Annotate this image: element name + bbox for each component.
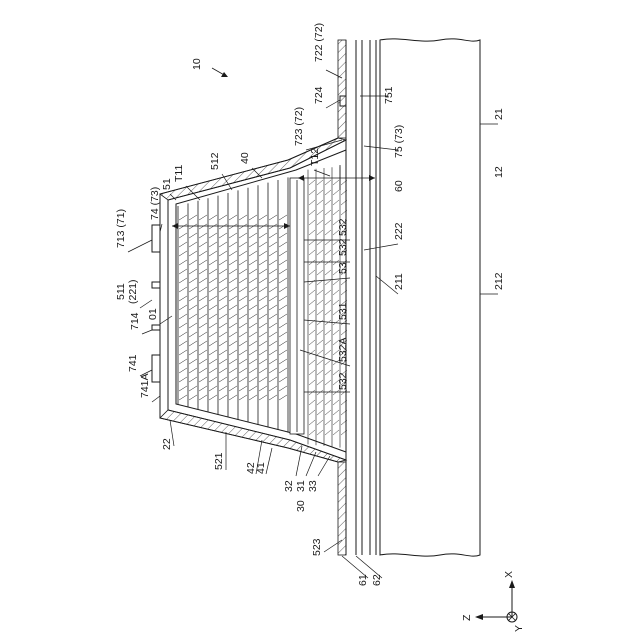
label-22: 22 [161,438,173,450]
label-74-73: 74 (73) [149,187,161,220]
label-leader-line [364,244,398,250]
label-713-71: 713 (71) [115,209,127,248]
label-32: 32 [283,480,295,492]
region-53 [290,178,304,434]
label-722-72: 722 (72) [313,23,325,62]
label-221: (221) [127,279,139,304]
label-31: 31 [295,480,307,492]
label-523: 523 [311,538,323,556]
ref-number-label: 10 [191,58,203,70]
label-531: 531 [337,302,349,320]
label-511: 511 [115,283,127,300]
label-521: 521 [213,452,225,470]
label-30: 30 [295,500,307,512]
label-T12: T12 [309,148,321,166]
axis-z-label: Z [461,614,473,621]
label-751: 751 [383,86,395,104]
label-723-72: 723 (72) [293,107,305,146]
label-62: 62 [371,574,383,586]
label-leader-line [318,456,330,476]
label-741: 741 [127,354,139,372]
label-741A: 741A [139,373,151,398]
label-222: 222 [393,222,405,240]
label-60: 60 [393,180,405,192]
label-leader-line [128,240,152,252]
axis-y-label: Y [513,625,525,632]
label-leader-line [152,396,160,402]
label-212: 212 [493,272,505,290]
label-512: 512 [209,152,221,170]
reference-arrow [212,68,228,77]
label-51: 51 [161,178,173,190]
label-41: 41 [255,462,267,474]
label-leader-line [142,330,152,334]
label-leader-line [306,452,316,476]
label-532-bottom: 532 [337,372,349,390]
axis-x-label: X [503,571,515,578]
label-21: 21 [493,108,505,120]
label-532-top: 532 [337,218,349,236]
coordinate-axes [475,580,517,622]
label-40: 40 [239,152,251,164]
label-532A: 532A [337,337,349,362]
label-532-top-b: 532 [337,238,349,256]
label-714: 714 [129,312,141,330]
label-T11: T11 [173,165,185,182]
substrate-12 [370,39,480,556]
label-211: 211 [393,273,405,290]
label-33: 33 [307,480,319,492]
label-724: 724 [313,86,325,104]
label-61: 61 [357,574,369,586]
label-75-73: 75 (73) [393,125,405,158]
label-53: 53 [337,262,349,274]
label-12: 12 [493,166,505,178]
label-01: 01 [147,308,159,320]
label-leader-line [140,300,152,308]
